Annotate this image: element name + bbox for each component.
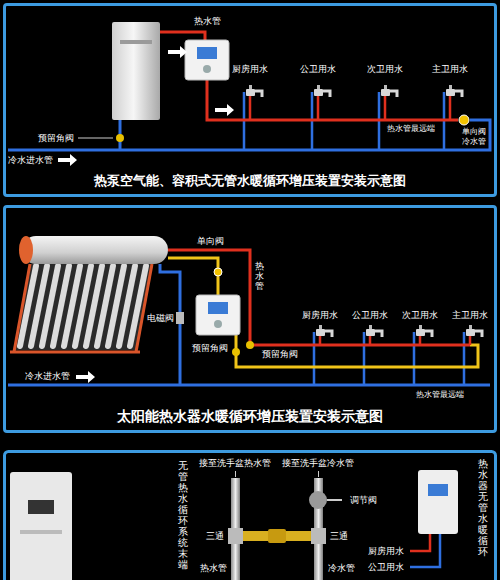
hot-riser	[250, 96, 450, 120]
fixture-label: 次卫用水	[367, 64, 403, 74]
flow-arrow	[168, 46, 187, 58]
check-valve	[459, 115, 469, 125]
tee-fitting	[228, 528, 243, 544]
fixture-label: 主卫用水	[432, 64, 468, 74]
cold-pipe	[410, 534, 440, 567]
heat-pump-scheme	[314, 85, 330, 97]
heater-stripe	[20, 530, 62, 534]
collector-frame	[14, 264, 152, 350]
tankless-scheme	[5, 452, 496, 580]
pipe-label: 冷水管	[462, 137, 486, 146]
water-heater	[418, 470, 458, 534]
heater-display	[428, 484, 448, 496]
valve-label: 电磁阀	[147, 313, 174, 323]
fitting-label: 三通	[330, 531, 348, 541]
valve-label: 预留角阀	[262, 349, 298, 359]
solar-scheme	[8, 236, 490, 385]
cold-pipe	[8, 384, 490, 387]
flow-arrow	[76, 371, 95, 383]
heat-pump-scheme	[381, 85, 397, 97]
heat-pump-scheme	[246, 85, 262, 97]
hot-pipe	[160, 32, 205, 40]
cold-pipe	[160, 264, 180, 385]
regulating-valve	[309, 491, 327, 509]
pipe-label: 热水管最远端	[416, 390, 464, 399]
pipe-label: 热水管	[194, 16, 221, 26]
flow-arrow	[215, 104, 234, 116]
valve-label: 单向阀	[197, 236, 224, 246]
heater-stand	[10, 351, 140, 354]
hot-pipe	[207, 80, 458, 120]
fixture-label: 公卫用水	[352, 310, 388, 320]
heat-pump-tank	[112, 22, 160, 120]
tank-stripe	[120, 40, 152, 44]
leader-line	[236, 471, 319, 477]
solar-scheme	[416, 325, 432, 337]
solar-tank	[22, 236, 168, 264]
angle-valve	[116, 134, 124, 142]
diagram-panel: 热泵空气能、容积式无管水暖循环增压装置安装示意图	[3, 3, 497, 197]
heater-display	[28, 500, 54, 514]
check-valve	[214, 268, 222, 276]
pipe-label: 冷水管	[328, 563, 355, 573]
panel-border	[5, 452, 496, 580]
booster-device	[185, 40, 229, 80]
hot-pipe	[168, 250, 470, 345]
fixture-label: 次卫用水	[402, 310, 438, 320]
pipe-label: 热水管最远端	[387, 124, 435, 133]
angle-valve	[232, 348, 240, 356]
return-pipe	[236, 335, 478, 367]
pipe-label: 接至洗手盆冷水管	[282, 458, 354, 468]
tank-cap	[19, 236, 33, 264]
pipe-label: 热水管	[255, 262, 264, 292]
valve-label: 预留角阀	[38, 133, 74, 143]
fixture-label: 主卫用水	[452, 310, 488, 320]
heat-pump-scheme	[8, 22, 490, 166]
vacuum-tube	[20, 266, 146, 346]
fixture-label: 厨房用水	[232, 64, 268, 74]
fixture-label: 厨房用水	[368, 546, 404, 556]
hot-pipe	[410, 534, 430, 551]
vertical-note: 热水器无管水暖循环	[478, 458, 488, 557]
valve-handle	[327, 499, 342, 501]
cold-pipe	[8, 120, 490, 150]
valve-label: 单向阀	[462, 127, 486, 136]
return-pipe	[168, 258, 218, 295]
fixture-label: 公卫用水	[368, 562, 404, 572]
fitting-label: 三通	[206, 531, 224, 541]
check-valve	[268, 529, 286, 543]
pipe-label: 接至洗手盆热水管	[199, 458, 271, 468]
angle-valve	[246, 341, 254, 349]
heater-stand	[10, 264, 152, 352]
hot-riser	[320, 336, 470, 345]
heater-stand	[136, 264, 152, 352]
vertical-note: 无管热水循环系统末端	[178, 460, 188, 570]
pipe-label: 冷水进水管	[8, 155, 53, 165]
tee-fitting	[311, 528, 326, 544]
heater-stand	[14, 264, 30, 352]
valve-label: 预留角阀	[192, 343, 228, 353]
solar-scheme	[466, 325, 482, 337]
booster-device	[196, 295, 240, 335]
panel-caption: 太阳能热水器水暖循环增压装置安装示意图	[117, 408, 383, 425]
flow-arrow	[58, 154, 77, 166]
leader-line	[78, 138, 113, 139]
gas-heater	[10, 472, 72, 580]
fixture-label: 公卫用水	[300, 64, 336, 74]
heat-pump-scheme	[446, 85, 462, 97]
pipe-label: 冷水进水管	[25, 371, 70, 381]
solenoid-valve	[176, 312, 184, 324]
panel-caption: 热泵空气能、容积式无管水暖循环增压装置安装示意图	[94, 173, 406, 189]
valve-label: 调节阀	[350, 495, 377, 505]
solar-scheme	[366, 325, 382, 337]
fixture-label: 厨房用水	[302, 310, 338, 320]
solar-scheme	[316, 325, 332, 337]
cold-riser	[314, 332, 464, 385]
pipe-label: 热水管	[200, 563, 227, 573]
